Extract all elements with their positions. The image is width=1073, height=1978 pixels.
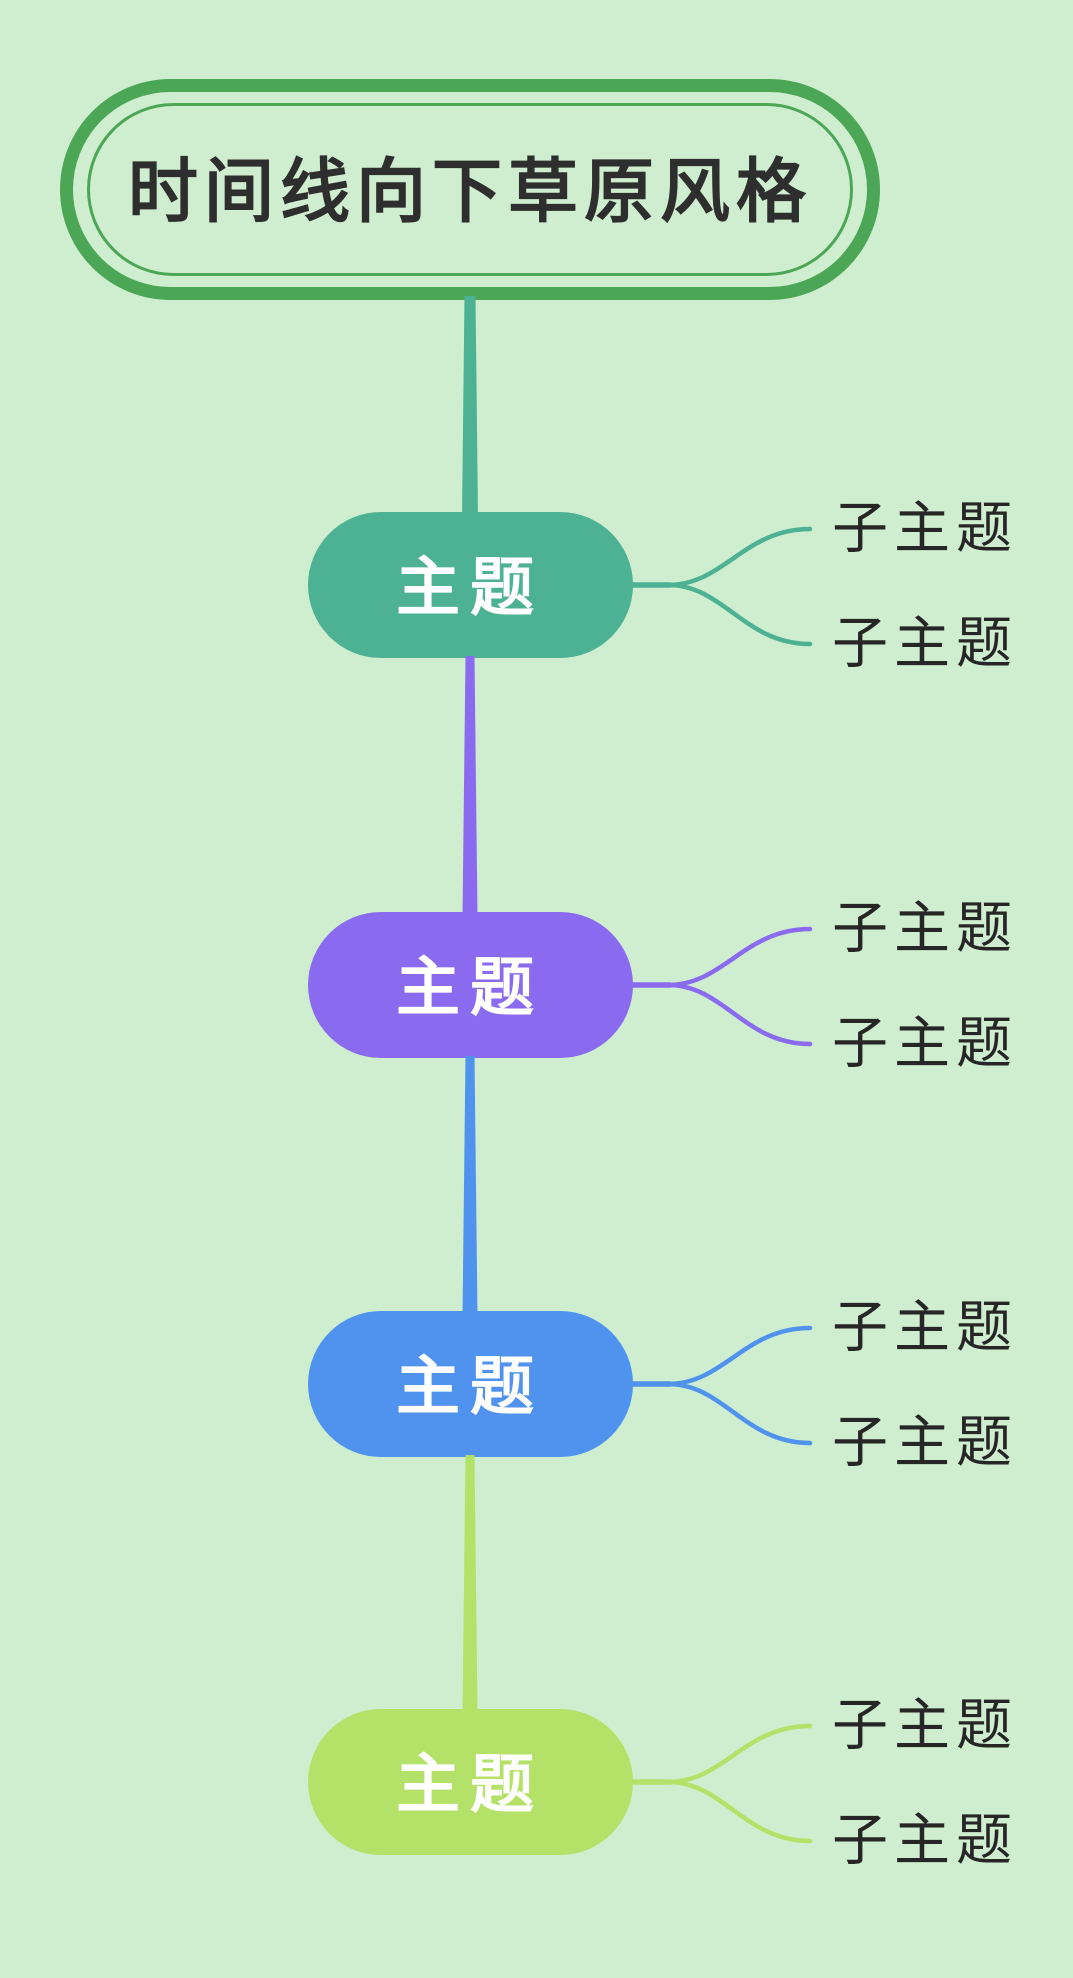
- topic-label-4: 主题: [396, 1748, 544, 1823]
- subtopic-curve-4b: [665, 1779, 813, 1844]
- subtopic-curve-3a: [665, 1325, 813, 1387]
- topic-node-4[interactable]: [308, 1709, 633, 1855]
- topic-branch-4: 主题 子主题 子主题: [308, 1455, 1018, 1874]
- topic-label-1: 主题: [396, 551, 544, 626]
- topic-label-3: 主题: [396, 1350, 544, 1425]
- subtopic-label-4a[interactable]: 子主题: [832, 1694, 1018, 1759]
- timeline-connector-3: [462, 1056, 478, 1315]
- topic-branch-1: 主题 子主题 子主题: [308, 296, 1018, 677]
- subtopic-label-2a[interactable]: 子主题: [832, 897, 1018, 962]
- root-topic: 时间线向下草原风格: [60, 79, 880, 300]
- topic-label-2: 主题: [396, 951, 544, 1026]
- subtopic-label-3a[interactable]: 子主题: [832, 1296, 1018, 1361]
- topic-node-3[interactable]: [308, 1311, 633, 1457]
- root-topic-label: 时间线向下草原风格: [128, 150, 812, 233]
- topic-branch-2: 主题 子主题 子主题: [308, 656, 1018, 1077]
- topic-branch-3: 主题 子主题 子主题: [308, 1056, 1018, 1476]
- subtopic-label-4b[interactable]: 子主题: [832, 1809, 1018, 1874]
- topic-node-1[interactable]: [308, 512, 633, 658]
- root-topic-inner-border: [87, 103, 853, 276]
- subtopic-curve-2a: [665, 926, 813, 988]
- timeline-connector-4: [462, 1455, 478, 1713]
- subtopic-curve-2b: [665, 982, 813, 1047]
- subtopic-label-3b[interactable]: 子主题: [832, 1411, 1018, 1476]
- timeline-connector-2: [462, 656, 478, 916]
- subtopic-label-1b[interactable]: 子主题: [832, 612, 1018, 677]
- subtopic-label-2b[interactable]: 子主题: [832, 1012, 1018, 1077]
- topic-node-2[interactable]: [308, 912, 633, 1058]
- subtopic-curve-1a: [665, 526, 813, 588]
- subtopic-curve-1b: [665, 582, 813, 647]
- subtopic-curve-4a: [665, 1723, 813, 1785]
- subtopic-label-1a[interactable]: 子主题: [832, 497, 1018, 562]
- timeline-connector-1: [462, 296, 478, 516]
- root-topic-outer-border[interactable]: [60, 79, 880, 300]
- subtopic-curve-3b: [665, 1381, 813, 1446]
